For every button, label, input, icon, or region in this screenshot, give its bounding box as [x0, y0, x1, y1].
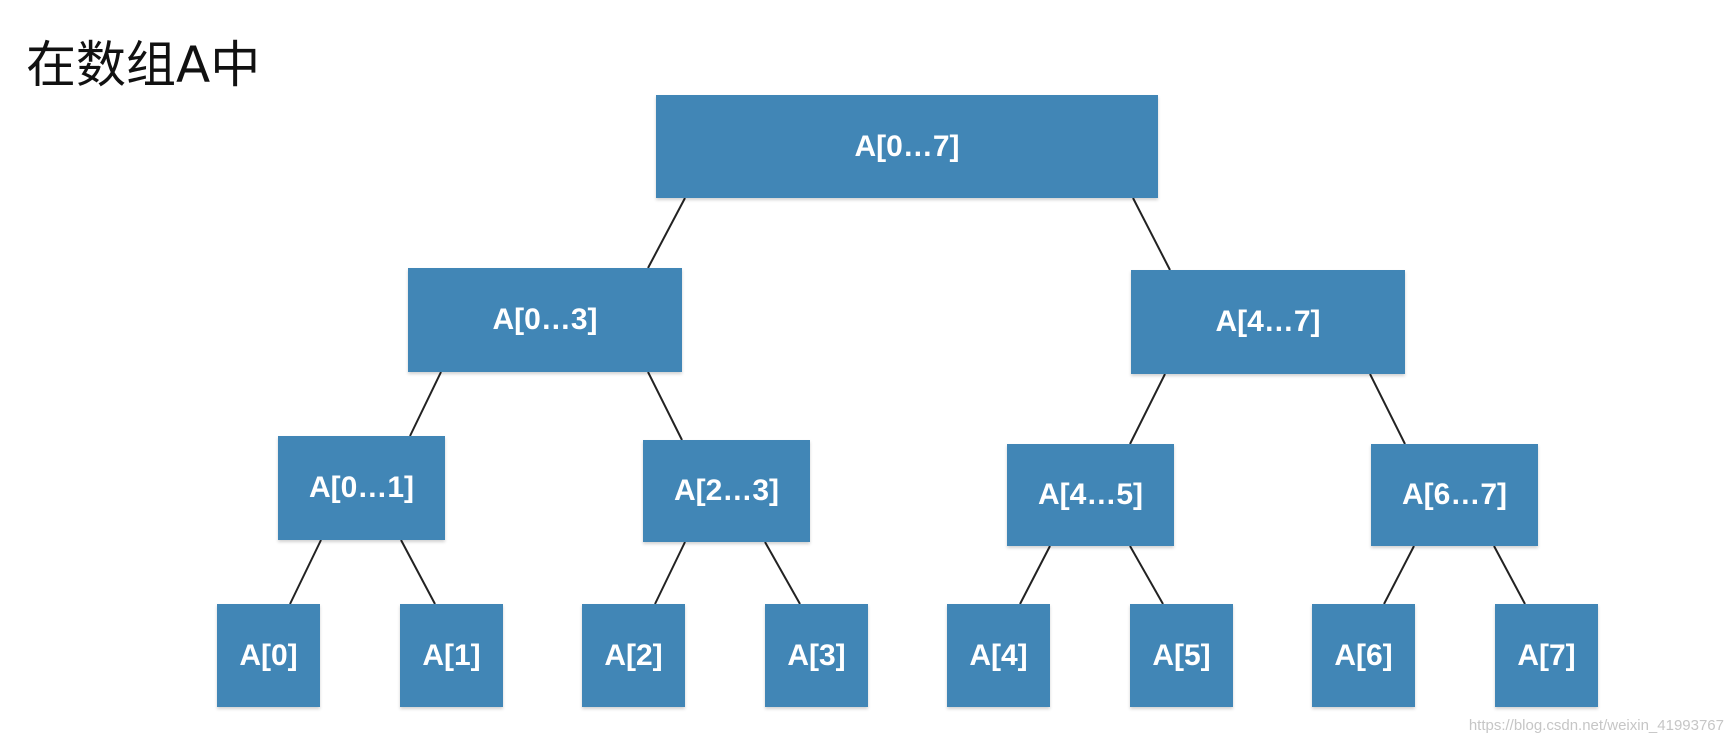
edge-l1a-right [647, 371, 683, 441]
edge-l2c-left [1019, 545, 1051, 605]
watermark: https://blog.csdn.net/weixin_41993767 [1468, 717, 1724, 734]
tree-leaf-a4: A[4] [947, 604, 1050, 707]
page-title: 在数组A中 [26, 36, 261, 94]
edge-l2d-left [1383, 545, 1415, 605]
edge-l1b-right [1369, 373, 1406, 445]
tree-leaf-a7: A[7] [1495, 604, 1598, 707]
edge-root-left [647, 197, 686, 269]
tree-leaf-a2: A[2] [582, 604, 685, 707]
tree-leaf-a1: A[1] [400, 604, 503, 707]
edge-root-right [1132, 197, 1171, 271]
edge-l2a-left [289, 539, 322, 605]
edge-l2b-right [764, 541, 801, 605]
edge-l2c-right [1129, 545, 1164, 605]
tree-node-root: A[0…7] [656, 95, 1158, 198]
tree-leaf-a5: A[5] [1130, 604, 1233, 707]
tree-leaf-a0: A[0] [217, 604, 320, 707]
tree-leaf-a3: A[3] [765, 604, 868, 707]
tree-node-a4-7: A[4…7] [1131, 270, 1405, 374]
tree-leaf-a6: A[6] [1312, 604, 1415, 707]
tree-node-a2-3: A[2…3] [643, 440, 810, 542]
edge-l2a-right [400, 539, 436, 605]
tree-node-a4-5: A[4…5] [1007, 444, 1174, 546]
tree-node-a0-1: A[0…1] [278, 436, 445, 540]
edge-l2b-left [654, 541, 686, 605]
edge-l1a-left [409, 371, 442, 437]
tree-node-a0-3: A[0…3] [408, 268, 682, 372]
edge-l2d-right [1493, 545, 1526, 605]
tree-node-a6-7: A[6…7] [1371, 444, 1538, 546]
edge-l1b-left [1129, 373, 1166, 445]
